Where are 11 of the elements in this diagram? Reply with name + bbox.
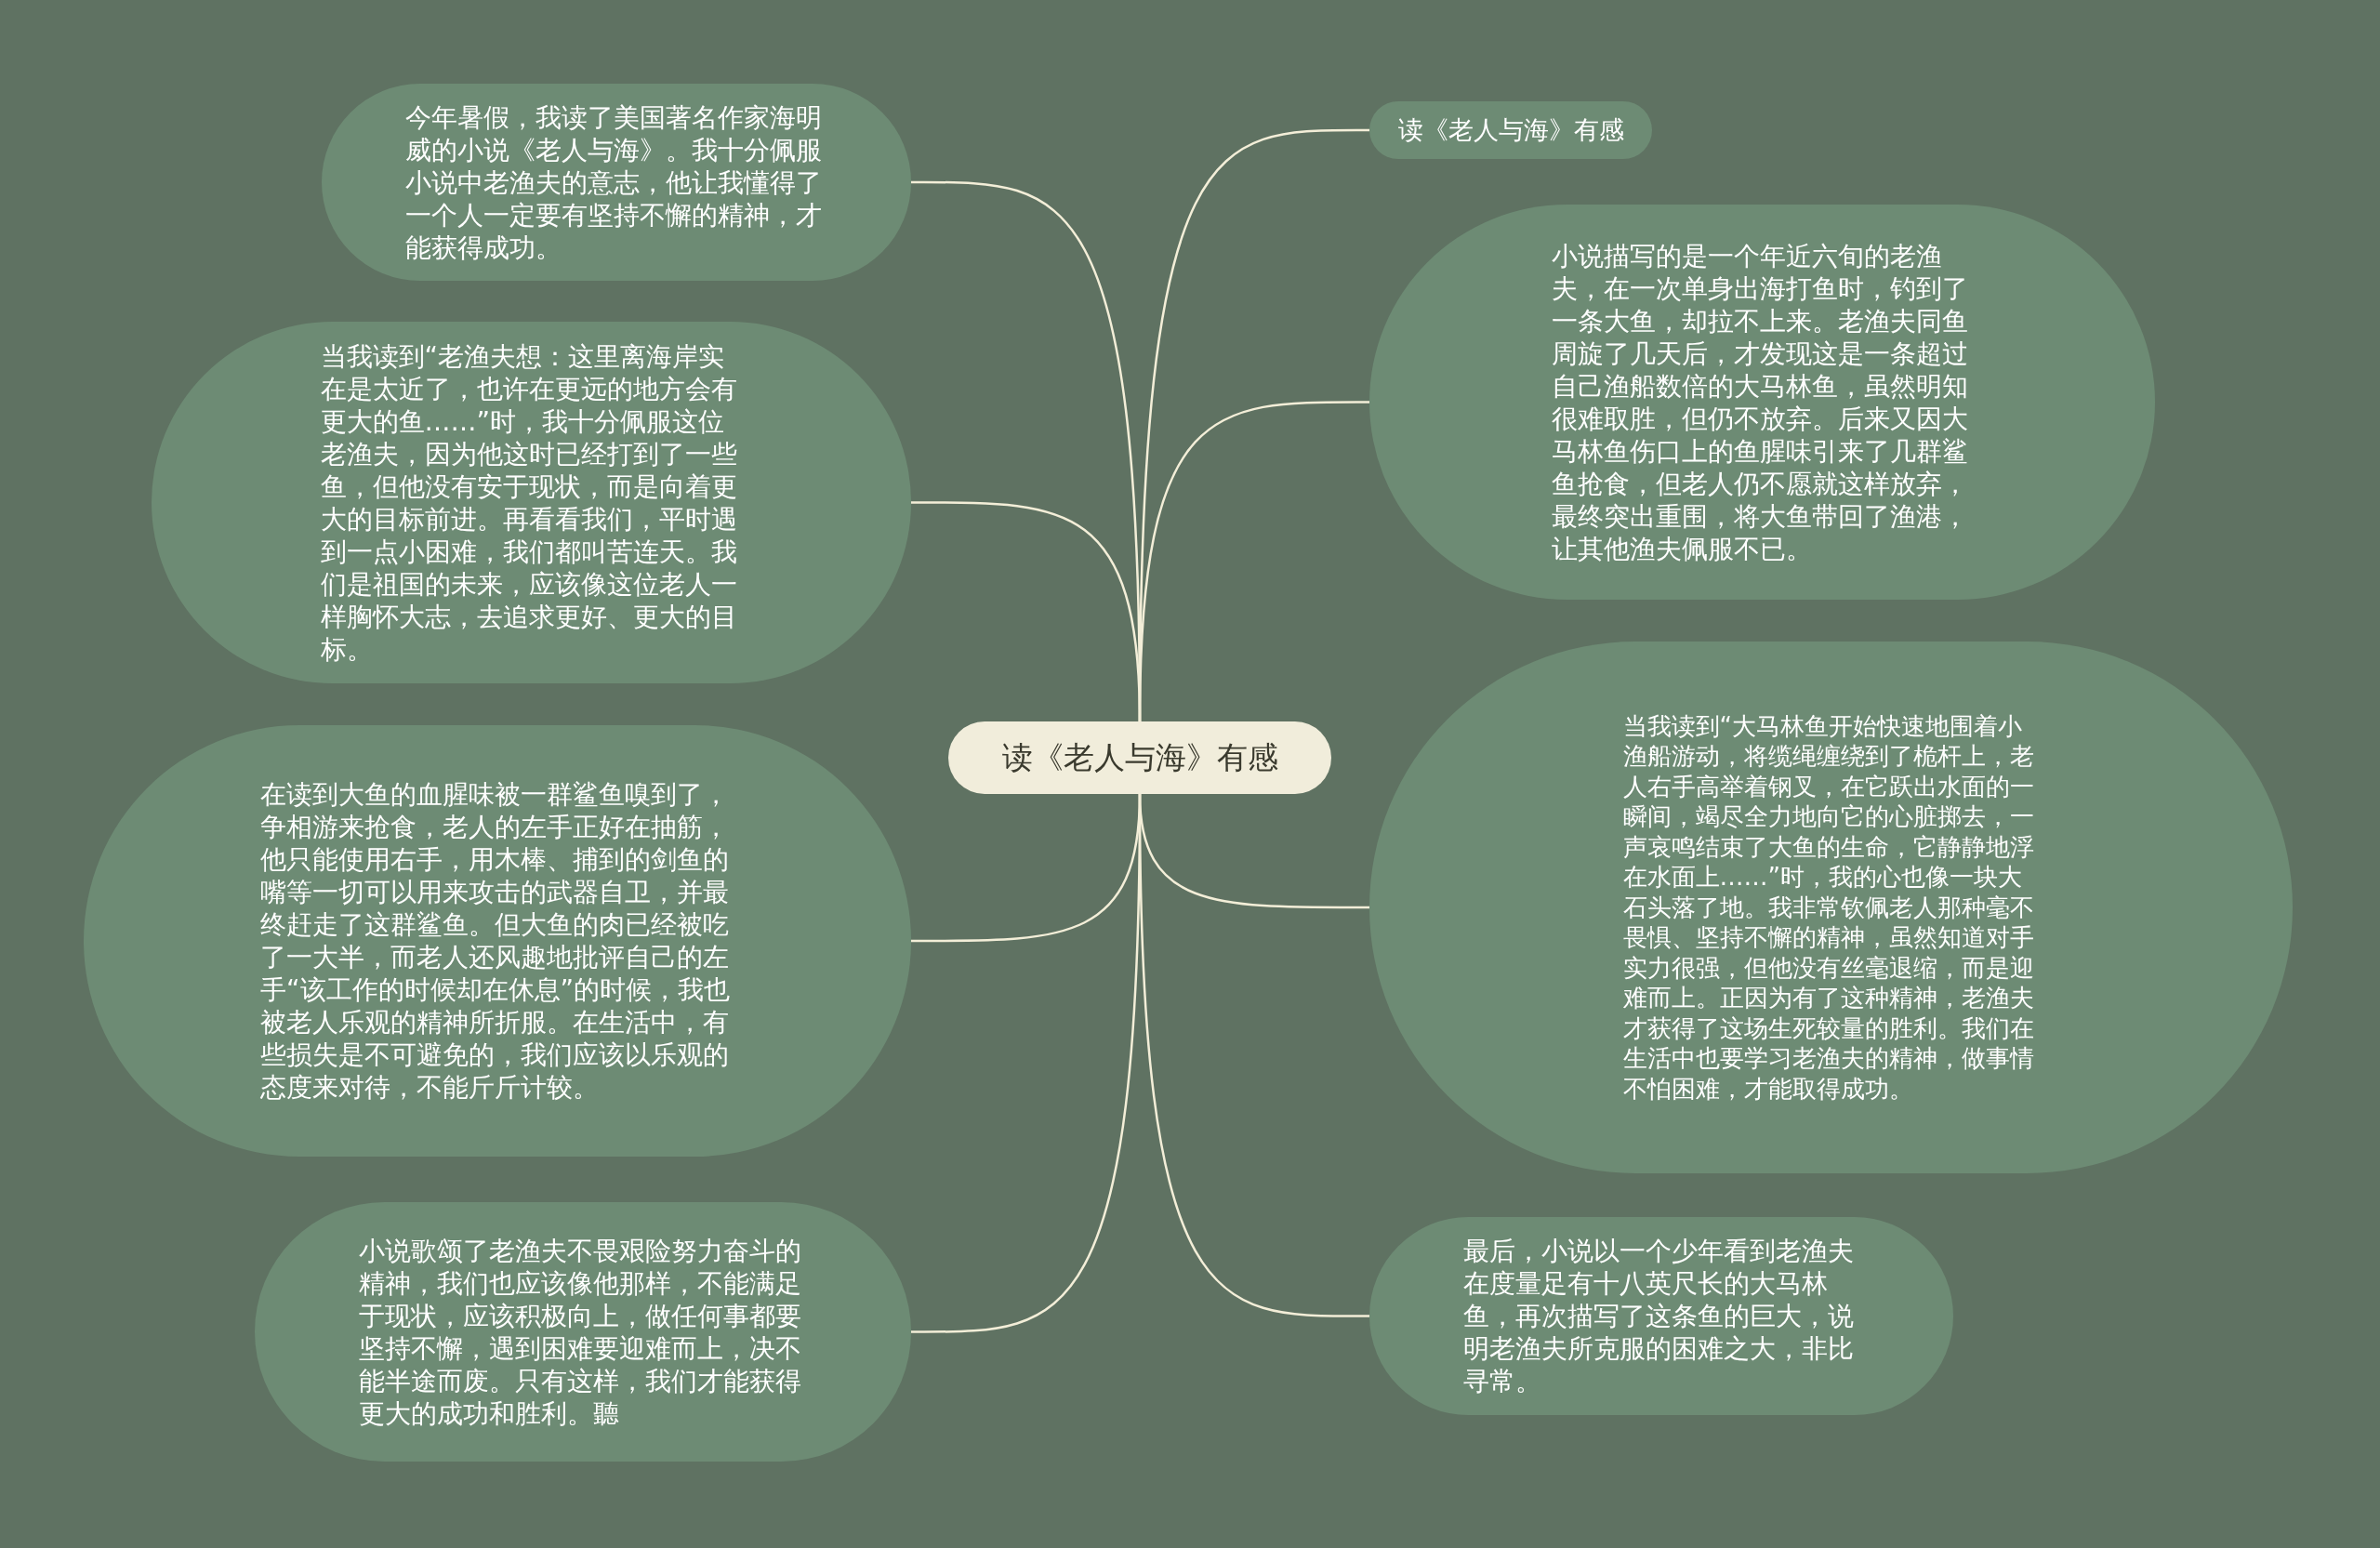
connector-line xyxy=(911,794,1142,1333)
topic-text: 当我读到“老渔夫想：这里离海岸实在是太近了，也许在更远的地方会有更大的鱼……”时，我十分佩服这位老渔夫，因为他这时已经打到了一些鱼，但他没有安于现状，而是向着更大的目标前进。再看看我们，平时遇到一点小困难，我们都叫苦连天。我们是祖国的未来，应该像这位老人一样胸怀大志，去追求更好、更大的目标。 xyxy=(320,339,738,666)
topic-text: 最后，小说以一个少年看到老渔夫在度量足有十八英尺长的大马林鱼，再次描写了这条鱼的巨大，说明老渔夫所克服的困难之大，非比寻常。 xyxy=(1463,1235,1855,1397)
connector-line xyxy=(911,501,1142,722)
topic-text: 读《老人与海》有感 xyxy=(1001,739,1278,776)
topic-text: 今年暑假，我读了美国著名作家海明威的小说《老人与海》。我十分佩服小说中老渔夫的意志，他让我懂得了一个人一定要有坚持不懈的精神，才能获得成功。 xyxy=(405,100,823,264)
topic-text: 当我读到“大马林鱼开始快速地围着小渔船游动，将缆绳缠绕到了桅杆上，老人右手高举着钢叉，在它跃出水面的一瞬间，竭尽全力地向它的心脏掷去，一声哀鸣结束了大鱼的生命，它静静地浮在水面上……”时，我的心也像一块大石头落了地。我非常钦佩老人那种毫不畏惧、坚持不懈的精神，虽然知道对手实力很强，但他没有丝毫退缩，而是迎难而上。正因为有了这种精神，老渔夫才获得了这场生死较量的胜利。我们在生活中也要学习老渔夫的精神，做事情不怕困难，才能取得成功。 xyxy=(1622,710,2035,1105)
topic-text: 小说歌颂了老渔夫不畏艰险努力奋斗的精神，我们也应该像他那样，不能满足于现状，应该积极向上，做任何事都要坚持不懈，遇到困难要迎难而上，决不能半途而废。只有这样，我们才能获得更大的成功和胜利。聽 xyxy=(359,1234,802,1430)
topic-text: 小说描写的是一个年近六旬的老渔夫，在一次单身出海打鱼时，钓到了一条大鱼，却拉不上来。老渔夫同鱼周旋了几天后，才发现这是一条超过自己渔船数倍的大马林鱼，虽然明知很难取胜，但仍不放弃。后来又因大马林鱼伤口上的鱼腥味引来了几群鲨鱼抢食，但老人仍不愿就这样放弃，最终突出重围，将大鱼带回了渔港，让其他渔夫佩服不已。 xyxy=(1551,239,1969,565)
topic-text: 读《老人与海》有感 xyxy=(1397,114,1624,146)
topic-text: 在读到大鱼的血腥味被一群鲨鱼嗅到了，争相游来抢食，老人的左手正好在抽筋，他只能使用右手，用木棒、捕到的剑鱼的嘴等一切可以用来攻击的武器自卫，并最终赶走了这群鲨鱼。但大鱼的肉已经被吃了一大半，而老人还风趣地批评自己的左手“该工作的时候却在休息”的时候，我也被老人乐观的精神所折服。在生活中，有些损失是不可避免的，我们应该以乐观的态度来对待，不能斤斤计较。 xyxy=(260,778,731,1104)
